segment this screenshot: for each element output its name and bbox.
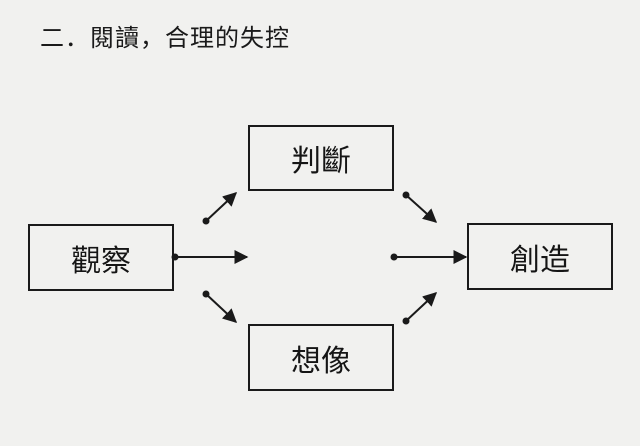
arrow-judge-to-create	[402, 191, 438, 223]
arrow-observe-to-judge	[202, 192, 238, 225]
node-create-label: 創造	[510, 242, 570, 278]
node-create: 創造	[467, 223, 613, 290]
arrow-forward-to-create	[390, 250, 468, 264]
page-heading: 二．閱讀，合理的失控	[40, 24, 290, 52]
node-imagine-label: 想像	[291, 343, 351, 379]
node-judge-label: 判斷	[291, 144, 351, 179]
node-judge: 判斷	[248, 125, 394, 191]
arrow-observe-forward	[171, 250, 249, 264]
node-observe-label: 觀察	[71, 243, 131, 279]
arrow-imagine-to-create	[402, 292, 438, 325]
node-observe: 觀察	[28, 224, 174, 291]
node-imagine: 想像	[248, 324, 394, 391]
arrow-observe-to-imagine	[202, 290, 238, 323]
